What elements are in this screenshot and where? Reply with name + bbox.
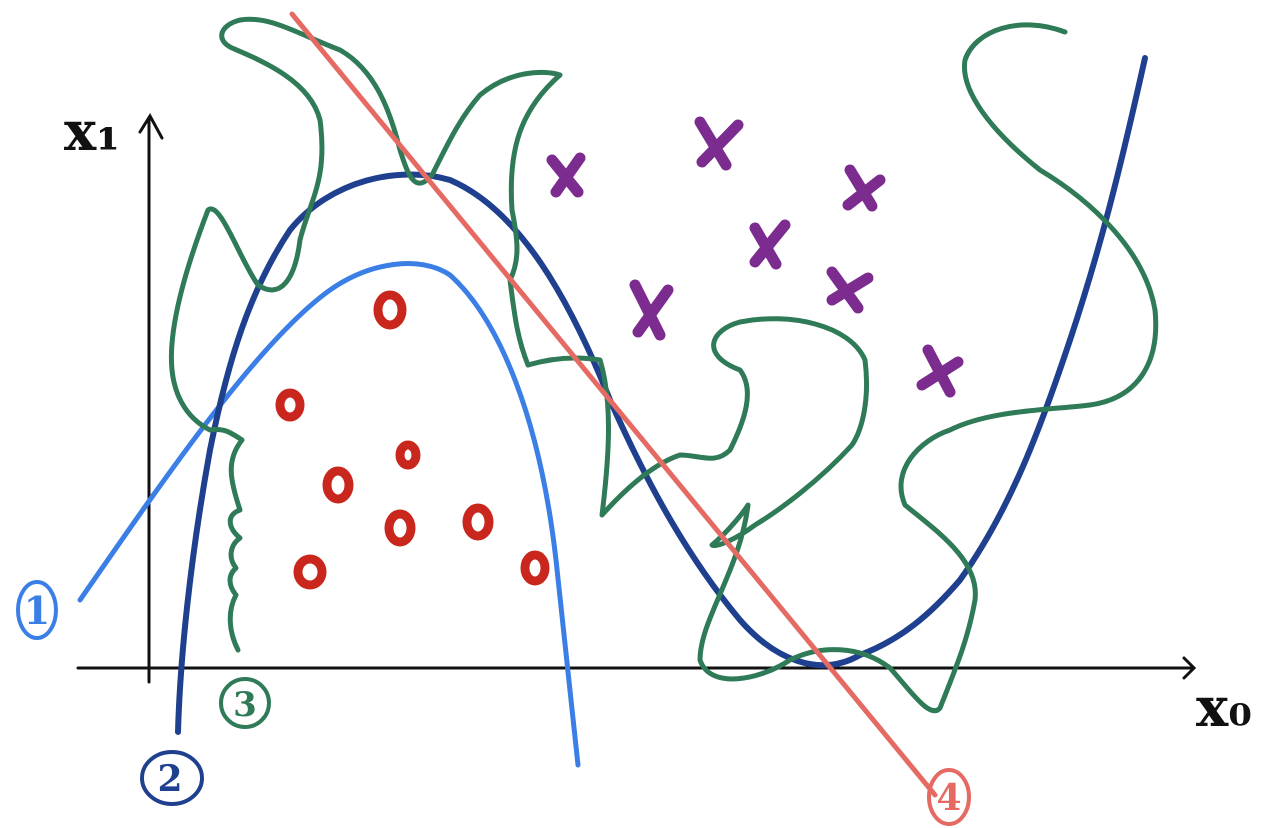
class-o-marker [462,503,494,541]
class-o-marker [395,440,421,470]
label-curve-2-text: 2 [157,758,182,800]
label-curve-1-text: 1 [24,588,50,633]
label-curve-1: 1 [16,580,58,640]
class-o-marker [384,509,416,547]
class-x-markers [546,116,964,398]
axes [76,113,1197,684]
x-axis-label: x₀ [1196,675,1252,739]
curve-1-parabola [77,261,581,768]
label-line-4: 4 [927,768,971,826]
y-axis-arrowhead [138,113,164,140]
class-o-markers [275,290,550,590]
line-4-linear-boundary [289,11,938,798]
class-x-marker [916,344,964,398]
curve-3-overfit [168,16,1159,714]
class-o-marker [322,466,354,504]
class-o-marker [373,290,407,330]
label-line-4-text: 4 [936,777,961,819]
class-x-marker [694,116,744,171]
class-o-marker [293,554,327,590]
class-x-marker [546,152,586,198]
curve-2-boundary [175,55,1148,735]
class-x-marker [629,279,674,341]
class-x-marker [842,164,886,212]
label-curve-2: 2 [140,750,204,806]
class-o-marker [275,388,305,422]
class-x-marker [826,266,874,314]
y-axis-label: x₁ [64,99,120,163]
class-x-marker [749,219,791,270]
class-o-marker [520,550,550,586]
label-curve-3-text: 3 [233,685,257,725]
label-curve-3: 3 [219,677,271,729]
x-axis-arrowhead [1182,656,1197,680]
